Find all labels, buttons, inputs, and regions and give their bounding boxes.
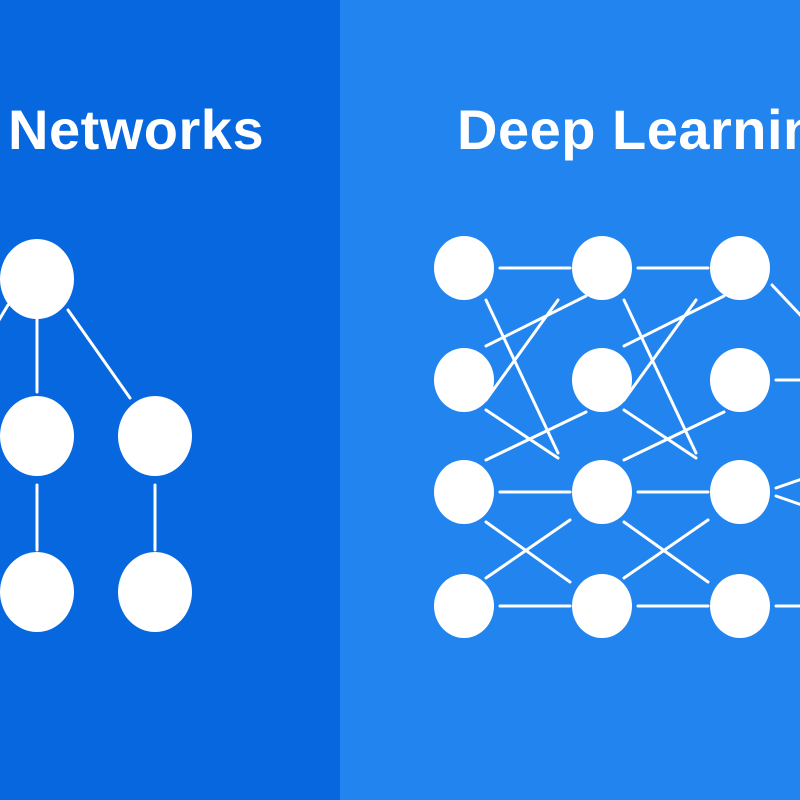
- node-middle-right: [118, 396, 192, 476]
- node-middle-left: [0, 396, 74, 476]
- edge-l1-l2: [484, 294, 588, 348]
- deep-learning-title: Deep Learning: [457, 98, 800, 161]
- networks-panel: Networks: [0, 0, 340, 800]
- edge-l3-out: [774, 494, 800, 506]
- edge-l1-l2: [484, 518, 572, 580]
- edge-l2-l3: [622, 518, 710, 580]
- edge-l3-out: [770, 283, 800, 317]
- edge-l1-l2: [484, 410, 588, 462]
- edge-l1-l2: [484, 298, 560, 455]
- networks-title: Networks: [8, 98, 265, 161]
- node-root: [0, 239, 74, 319]
- node-l3-3: [710, 460, 770, 524]
- edge-l2-l3: [622, 298, 698, 402]
- deep-learning-panel: Deep Learning: [340, 0, 800, 800]
- node-l1-4: [434, 574, 494, 638]
- node-l1-3: [434, 460, 494, 524]
- node-l3-1: [710, 236, 770, 300]
- layered-neural-network-diagram: [434, 236, 800, 638]
- node-l2-3: [572, 460, 632, 524]
- edge-l2-l3: [622, 408, 698, 460]
- edge-l2-l3: [622, 298, 698, 455]
- node-l3-4: [710, 574, 770, 638]
- edge-l3-out: [774, 478, 800, 490]
- tree-network-diagram: [0, 239, 192, 632]
- edge-l1-l2: [484, 298, 560, 402]
- node-l3-2: [710, 348, 770, 412]
- node-bottom-left: [0, 552, 74, 632]
- edge-l2-l3: [622, 520, 710, 584]
- edge-l2-l3: [622, 410, 726, 462]
- edge-l1-l2: [484, 520, 572, 584]
- edge-root-right: [66, 308, 132, 400]
- node-l2-1: [572, 236, 632, 300]
- node-l1-2: [434, 348, 494, 412]
- node-l2-4: [572, 574, 632, 638]
- node-bottom-right: [118, 552, 192, 632]
- node-l2-2: [572, 348, 632, 412]
- node-l1-1: [434, 236, 494, 300]
- edge-root-offscreen: [0, 303, 10, 322]
- edge-l2-l3: [622, 294, 726, 348]
- edge-l1-l2: [484, 408, 560, 460]
